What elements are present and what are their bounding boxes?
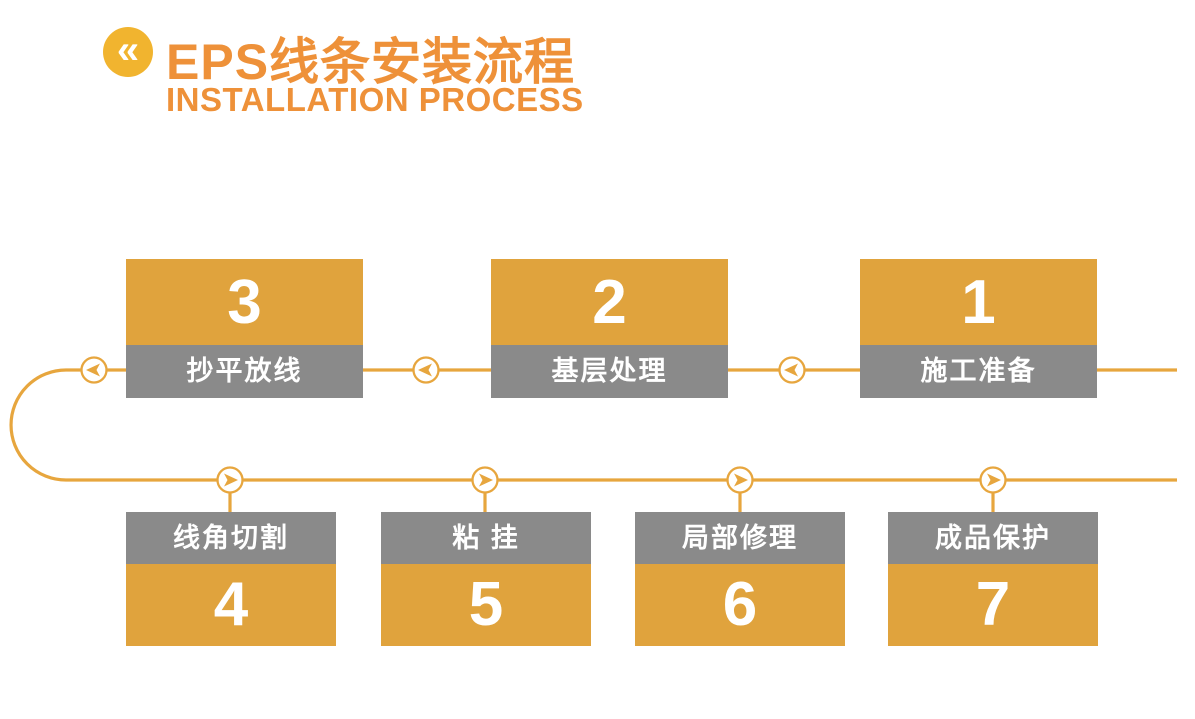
flow-line bbox=[9, 368, 1177, 482]
step-box-4: 线角切割 4 bbox=[126, 512, 336, 646]
step-label: 粘 挂 bbox=[381, 512, 591, 564]
step-label: 抄平放线 bbox=[126, 345, 363, 398]
flow-arrow-right-icon bbox=[471, 466, 499, 494]
flow-arrow-left-icon bbox=[412, 356, 440, 384]
step-box-7: 成品保护 7 bbox=[888, 512, 1098, 646]
double-chevron-left-icon: « bbox=[103, 27, 153, 77]
step-label: 基层处理 bbox=[491, 345, 728, 398]
flow-arrow-left-icon bbox=[778, 356, 806, 384]
step-label: 线角切割 bbox=[126, 512, 336, 564]
flow-arrow-right-icon bbox=[979, 466, 1007, 494]
step-box-5: 粘 挂 5 bbox=[381, 512, 591, 646]
step-box-6: 局部修理 6 bbox=[635, 512, 845, 646]
page-subtitle: INSTALLATION PROCESS bbox=[166, 81, 584, 118]
step-box-2: 2 基层处理 bbox=[491, 259, 728, 398]
step-label: 局部修理 bbox=[635, 512, 845, 564]
step-number: 7 bbox=[888, 564, 1098, 646]
step-label: 施工准备 bbox=[860, 345, 1097, 398]
step-number: 5 bbox=[381, 564, 591, 646]
step-number: 2 bbox=[491, 259, 728, 345]
step-number: 6 bbox=[635, 564, 845, 646]
step-label: 成品保护 bbox=[888, 512, 1098, 564]
step-number: 1 bbox=[860, 259, 1097, 345]
flow-arrow-left-icon bbox=[80, 356, 108, 384]
page-title: EPS线条安装流程 bbox=[166, 34, 576, 90]
step-box-1: 1 施工准备 bbox=[860, 259, 1097, 398]
step-number: 4 bbox=[126, 564, 336, 646]
flow-arrow-right-icon bbox=[216, 466, 244, 494]
step-box-3: 3 抄平放线 bbox=[126, 259, 363, 398]
flow-arrow-right-icon bbox=[726, 466, 754, 494]
step-number: 3 bbox=[126, 259, 363, 345]
